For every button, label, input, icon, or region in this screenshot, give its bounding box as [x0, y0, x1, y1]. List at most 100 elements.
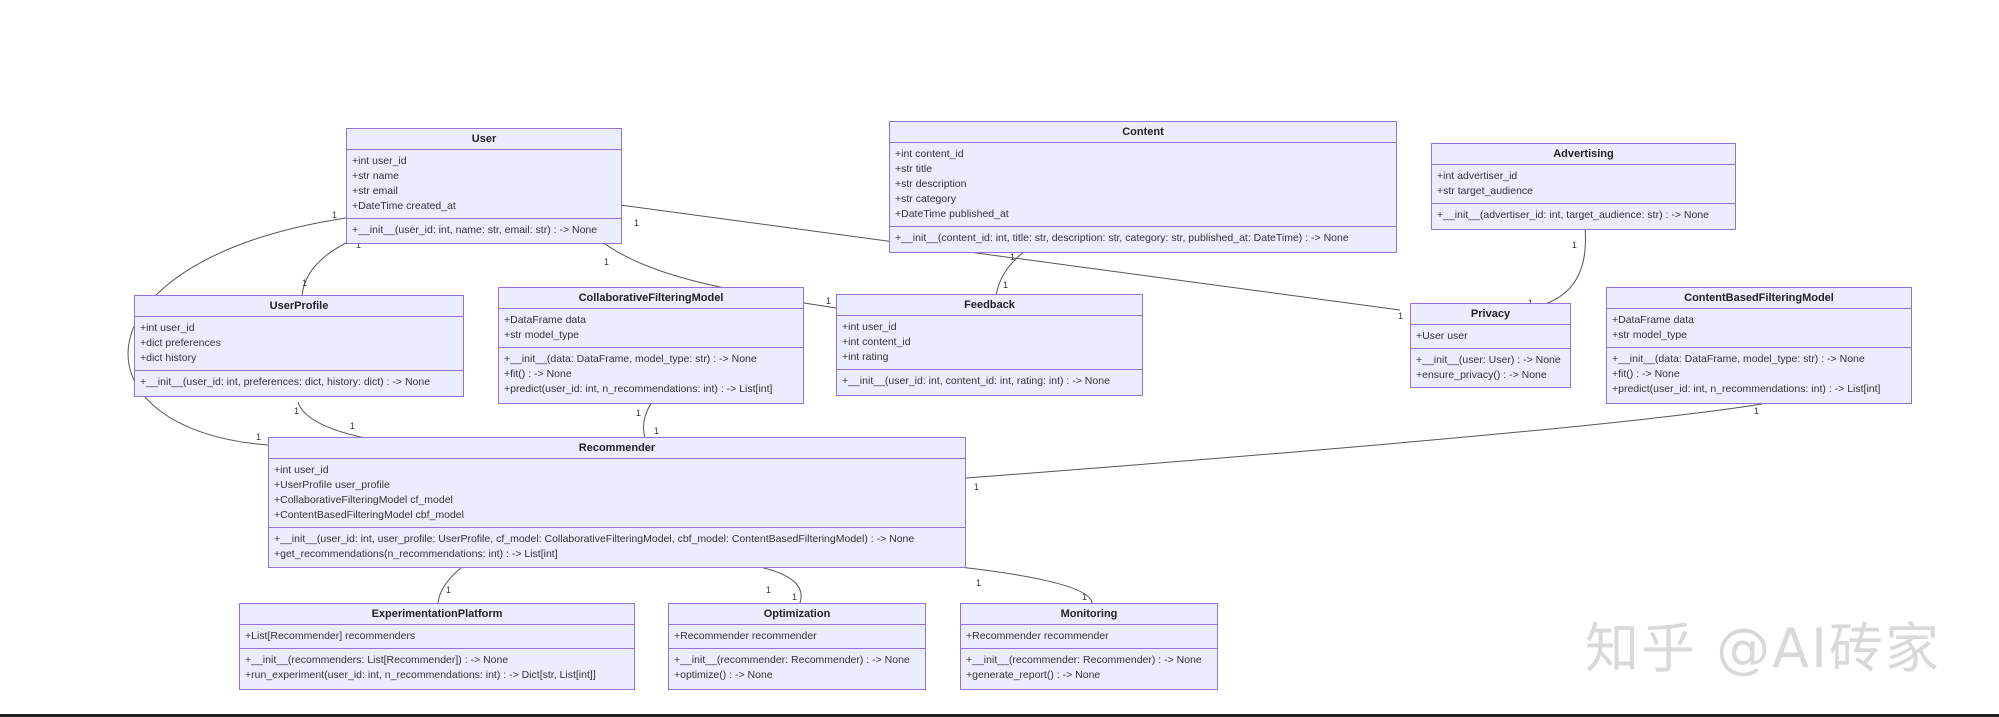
class-name: Optimization [669, 604, 925, 625]
attribute-row: +DataFrame data [1612, 314, 1695, 326]
class-cbfmodel: ContentBasedFilteringModel+DataFrame dat… [1606, 287, 1912, 404]
attribute-row: +List[Recommender] recommenders [245, 630, 416, 642]
class-content: Content+int content_id+str title+str des… [889, 121, 1397, 253]
method-row: +__init__(recommenders: List[Recommender… [245, 654, 509, 666]
attribute-row: +Recommender recommender [674, 630, 817, 642]
edge-cfmodel-feedback [803, 302, 837, 309]
multiplicity-label: 1 [826, 296, 832, 306]
attribute-row: +int advertiser_id [1437, 170, 1518, 182]
attributes-section: +Recommender recommender [961, 625, 1217, 649]
edge-user-userprofile [301, 239, 353, 297]
class-name: ExperimentationPlatform [240, 604, 634, 625]
method-row: +ensure_privacy() : -> None [1416, 369, 1547, 381]
multiplicity-label: 1 [792, 592, 798, 602]
multiplicity-label: 1 [356, 240, 362, 250]
attributes-section: +DataFrame data +str model_type [1607, 309, 1911, 348]
attribute-row: +str description [895, 178, 967, 190]
multiplicity-label: 1 [654, 426, 660, 436]
attribute-row: +DateTime published_at [895, 208, 1009, 220]
method-row: +__init__(content_id: int, title: str, d… [895, 232, 1349, 244]
method-row: +__init__(user_id: int, name: str, email… [352, 224, 598, 236]
edge-user-cfmodel [599, 239, 736, 291]
watermark: 知乎 @AI砖家 [1585, 617, 1942, 680]
class-user: User+int user_id+str name+str email+Date… [346, 128, 622, 244]
class-cfmodel: CollaborativeFilteringModel+DataFrame da… [498, 287, 804, 404]
attribute-row: +str email [352, 185, 398, 197]
method-row: +get_recommendations(n_recommendations: … [274, 548, 558, 560]
edge-content-feedback [995, 250, 1026, 297]
attribute-row: +str name [352, 170, 399, 182]
edge-cfmodel-recommender [643, 401, 653, 439]
attribute-row: +int content_id [842, 336, 911, 348]
method-row: +predict(user_id: int, n_recommendations… [504, 383, 773, 395]
methods-section: +__init__(data: DataFrame, model_type: s… [1607, 348, 1911, 401]
class-monitoring: Monitoring+Recommender recommender+__ini… [960, 603, 1218, 690]
attribute-row: +int user_id [842, 321, 897, 333]
multiplicity-label: 1 [636, 408, 642, 418]
attribute-row: +str model_type [504, 329, 579, 341]
multiplicity-label: 1 [634, 218, 640, 228]
class-advertising: Advertising+int advertiser_id+str target… [1431, 143, 1736, 230]
class-name: Privacy [1411, 304, 1570, 325]
multiplicity-label: 1 [1754, 406, 1760, 416]
attribute-row: +CollaborativeFilteringModel cf_model [274, 494, 453, 506]
methods-section: +__init__(user_id: int, content_id: int,… [837, 370, 1142, 393]
method-row: +fit() : -> None [1612, 368, 1680, 380]
attributes-section: +int advertiser_id+str target_audience [1432, 165, 1735, 204]
attributes-section: +User user [1411, 325, 1570, 349]
attribute-row: +str title [895, 163, 933, 175]
multiplicity-label: 1 [332, 210, 338, 220]
methods-section: +__init__(user: User) : -> None+ensure_p… [1411, 349, 1570, 387]
multiplicity-label: 1 [976, 578, 982, 588]
method-row: +__init__(recommender: Recommender) : ->… [966, 654, 1202, 666]
class-name: Advertising [1432, 144, 1735, 165]
edge-cbfmodel-recommender [965, 403, 1763, 479]
edge-advertising-privacy [1544, 227, 1586, 305]
methods-section: +__init__(recommenders: List[Recommender… [240, 649, 634, 687]
method-row: +__init__(recommender: Recommender) : ->… [674, 654, 910, 666]
class-userprofile: UserProfile+int user_id+dict preferences… [134, 295, 464, 397]
class-name: User [347, 129, 621, 150]
attributes-section: +int user_id+dict preferences+dict histo… [135, 317, 463, 371]
multiplicity-label: 1 [1572, 240, 1578, 250]
edge-recommender-experimentation [437, 566, 463, 604]
class-name: UserProfile [135, 296, 463, 317]
method-row: +__init__(advertiser_id: int, target_aud… [1437, 209, 1709, 221]
attribute-row: +int content_id [895, 148, 964, 160]
methods-section: +__init__(recommender: Recommender) : ->… [669, 649, 925, 687]
multiplicity-label: 1 [446, 585, 452, 595]
attribute-row: +User user [1416, 330, 1468, 342]
method-row: +__init__(user_id: int, content_id: int,… [842, 375, 1110, 387]
edge-userprofile-recommender [297, 401, 366, 439]
attributes-section: +int content_id +str title +str descriptio… [890, 143, 1396, 227]
method-row: +optimize() : -> None [674, 669, 773, 681]
class-recommender: Recommender+int user_id+UserProfile user… [268, 437, 966, 568]
class-optimization: Optimization +Recommender recommender +__i… [668, 603, 926, 690]
multiplicity-label: 1 [256, 432, 262, 442]
method-row: +__init__(user_id: int, preferences: dic… [140, 376, 431, 388]
attribute-row: +int rating [842, 351, 889, 363]
edge-recommender-optimization [759, 566, 802, 604]
attribute-row: +int user_id [352, 155, 407, 167]
method-row: +fit() : -> None [504, 368, 572, 380]
multiplicity-label: 1 [302, 278, 308, 288]
multiplicity-label: 1 [1082, 592, 1088, 602]
attribute-row: +int user_id [140, 322, 195, 334]
method-row: +predict(user_id: int, n_recommendations… [1612, 383, 1881, 395]
class-name: CollaborativeFilteringModel [499, 288, 803, 309]
method-row: +run_experiment(user_id: int, n_recommen… [245, 669, 596, 681]
method-row: +__init__(data: DataFrame, model_type: s… [504, 353, 757, 365]
attributes-section: +int user_id+UserProfile user_profile+Co… [269, 459, 965, 528]
class-name: Recommender [269, 438, 965, 459]
attributes-section: +Recommender recommender [669, 625, 925, 649]
attribute-row: +dict history [140, 352, 197, 364]
multiplicity-label: 1 [350, 421, 356, 431]
methods-section: +__init__(recommender: Recommender) : ->… [961, 649, 1217, 687]
attributes-section: +int user_id+str name+str email+DateTime… [347, 150, 621, 219]
methods-section: +__init__(advertiser_id: int, target_aud… [1432, 204, 1735, 227]
attribute-row: +str model_type [1612, 329, 1687, 341]
method-row: +generate_report() : -> None [966, 669, 1101, 681]
multiplicity-label: 1 [974, 482, 980, 492]
methods-section: +__init__(user_id: int, name: str, email… [347, 219, 621, 242]
class-feedback: Feedback+int user_id+int content_id+int … [836, 294, 1143, 396]
